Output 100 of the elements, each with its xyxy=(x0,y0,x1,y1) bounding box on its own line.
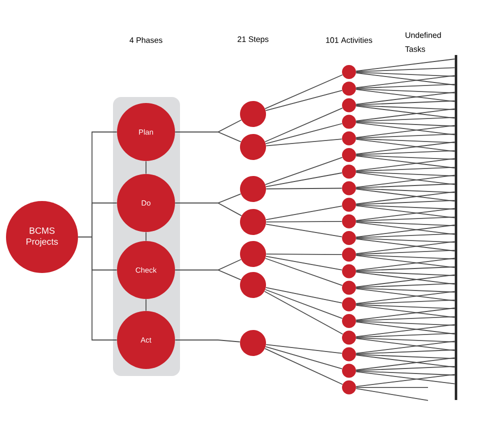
connector-line xyxy=(356,357,456,370)
connector-line xyxy=(356,233,456,238)
connector-line xyxy=(356,138,456,144)
connector-line xyxy=(265,90,342,112)
connector-line xyxy=(266,138,342,146)
connector-line xyxy=(356,337,456,342)
connector-line xyxy=(356,221,456,226)
connector-line xyxy=(356,84,456,89)
connector-line xyxy=(356,224,456,238)
activity-circle xyxy=(342,131,356,146)
connector-line xyxy=(356,106,456,119)
activity-circle xyxy=(342,82,356,96)
connector-line xyxy=(356,188,456,202)
connector-line xyxy=(356,172,456,186)
connector-line xyxy=(356,258,456,271)
step-circle xyxy=(240,176,266,202)
connector-line xyxy=(356,89,456,102)
activity-circle xyxy=(342,181,356,196)
connector-line xyxy=(264,108,343,142)
connector-line xyxy=(356,241,456,254)
connector-line xyxy=(356,166,456,172)
activity-circle xyxy=(342,330,356,345)
activity-circle xyxy=(342,297,356,312)
step-circle xyxy=(240,241,266,267)
connector-line xyxy=(174,270,242,280)
connector-line xyxy=(356,304,456,310)
activity-circle xyxy=(342,264,356,278)
task-bar xyxy=(454,55,458,400)
activity-circle xyxy=(342,231,356,245)
connector-line xyxy=(356,332,456,338)
connector-line xyxy=(264,348,343,385)
connector-line xyxy=(356,92,456,105)
connector-line xyxy=(356,174,456,188)
connector-line xyxy=(356,349,456,354)
connector-line xyxy=(356,238,456,243)
activity-circle xyxy=(342,347,356,362)
step-circle xyxy=(240,330,266,356)
connector-line xyxy=(266,287,342,304)
connector-line xyxy=(265,123,342,144)
activity-circle xyxy=(342,148,356,162)
connector-line xyxy=(266,221,342,222)
connector-line xyxy=(356,200,456,205)
step-circle xyxy=(240,272,266,298)
activity-circle xyxy=(342,114,356,129)
connector-line xyxy=(356,321,456,334)
activity-circle xyxy=(342,248,356,262)
connector-line xyxy=(356,308,456,321)
activity-circle xyxy=(342,214,356,228)
connector-line xyxy=(356,208,456,221)
connector-line xyxy=(265,258,343,286)
connector-line xyxy=(356,324,456,338)
connector-line xyxy=(356,108,456,122)
connector-line xyxy=(356,171,456,176)
connector-line xyxy=(356,155,456,168)
connector-line xyxy=(174,132,242,142)
connector-line xyxy=(265,346,343,370)
connector-line xyxy=(356,124,456,138)
connector-line xyxy=(356,188,456,193)
connector-line xyxy=(265,156,343,186)
connector-line xyxy=(356,72,456,86)
connector-line xyxy=(266,344,342,354)
connector-line xyxy=(356,316,456,322)
connector-line xyxy=(356,204,456,210)
connector-line xyxy=(356,142,456,155)
connector-line xyxy=(356,216,456,222)
connector-line xyxy=(356,75,456,88)
connector-line xyxy=(356,138,456,152)
connector-line xyxy=(356,272,456,285)
connector-line xyxy=(356,205,456,218)
connector-line xyxy=(356,320,456,326)
connector-line xyxy=(356,250,456,255)
connector-line xyxy=(266,172,342,188)
connector-line xyxy=(356,150,456,156)
activity-circle xyxy=(342,164,356,179)
connector-line xyxy=(356,266,456,272)
step-circle xyxy=(240,209,266,235)
connector-line xyxy=(356,370,456,376)
connector-line xyxy=(78,236,118,340)
connector-line xyxy=(356,374,456,387)
step-circle xyxy=(240,134,266,160)
connector-line xyxy=(356,304,456,318)
step-circle xyxy=(240,101,266,127)
connector-line xyxy=(356,134,456,139)
connector-line xyxy=(356,100,456,106)
connector-line xyxy=(356,72,456,77)
connector-line xyxy=(356,388,428,401)
connector-line xyxy=(356,386,428,388)
connector-line xyxy=(356,154,456,160)
connector-line xyxy=(356,105,456,110)
connector-line xyxy=(356,122,456,127)
activity-circle xyxy=(342,314,356,328)
connector-line xyxy=(266,188,342,190)
connector-line xyxy=(356,283,456,288)
connector-line xyxy=(356,340,456,354)
connector-line xyxy=(356,88,456,94)
connector-line xyxy=(264,289,343,319)
connector-line xyxy=(356,338,456,352)
activity-circle xyxy=(342,65,356,79)
connector-line xyxy=(356,67,456,72)
connector-line xyxy=(356,354,456,359)
